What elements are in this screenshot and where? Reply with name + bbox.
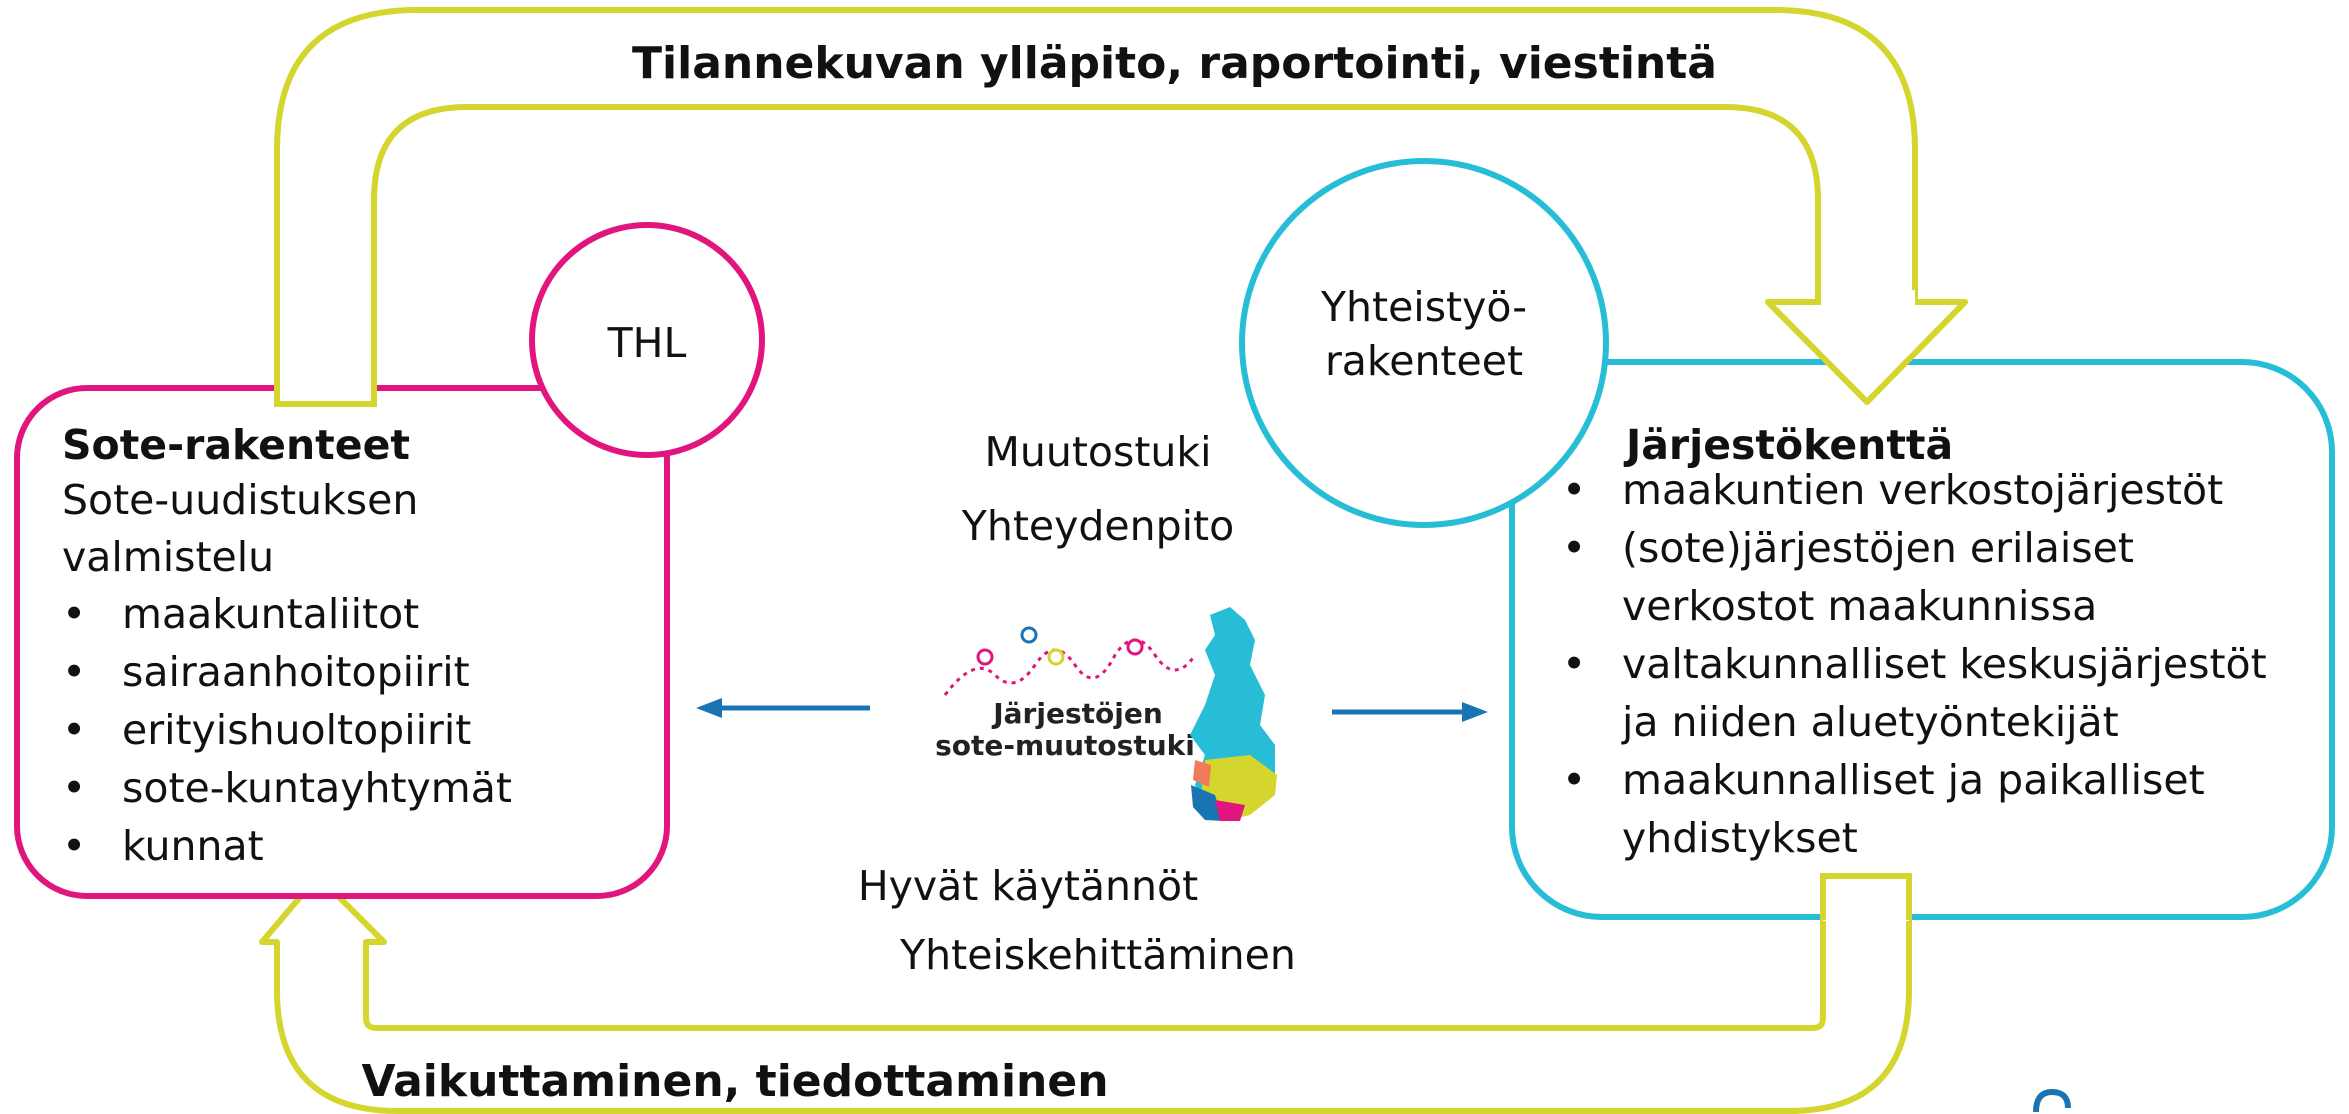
- list-item-line: maakuntien verkostojärjestöt: [1622, 466, 2224, 514]
- bottom-loop-stem: [1823, 876, 1909, 921]
- sote-list: maakuntaliitot sairaanhoitopiirit erityi…: [62, 585, 512, 875]
- thl-label: THL: [607, 319, 687, 367]
- top-arrow-shaft: [1821, 290, 1915, 305]
- yhteistyo-label-line2: rakenteet: [1324, 337, 1524, 385]
- top-banner: Tilannekuvan ylläpito, raportointi, vies…: [632, 38, 1717, 89]
- sote-subtitle-line2: valmistelu: [62, 533, 275, 581]
- top-loop-stem: [277, 380, 374, 405]
- list-item: maakuntaliitot: [62, 585, 512, 643]
- bullet-icon: •: [1562, 756, 1587, 804]
- list-item: erityishuoltopiirit: [62, 701, 512, 759]
- center-top-line2: Yhteydenpito: [961, 502, 1235, 550]
- list-item: sote-kuntayhtymät: [62, 759, 512, 817]
- top-loop-stem-edges: [274, 378, 377, 407]
- pin-icon: [1126, 638, 1144, 656]
- finland-map-icon: [1190, 607, 1277, 821]
- pin-icon: [1047, 648, 1065, 666]
- center-bottom-line2: Yhteiskehittäminen: [900, 931, 1296, 979]
- list-item-line: (sote)järjestöjen erilaiset: [1622, 524, 2134, 572]
- sote-subtitle-line1: Sote-uudistuksen: [62, 476, 419, 524]
- pin-icon: [976, 648, 994, 666]
- bullet-icon: •: [1562, 640, 1587, 688]
- list-item-line: ja niiden aluetyöntekijät: [1622, 698, 2119, 746]
- list-item-line: verkostot maakunnissa: [1622, 582, 2098, 630]
- left-blue-arrow: [696, 698, 870, 718]
- pin-icon: [1020, 626, 1038, 644]
- yhteistyo-label-line1: Yhteistyö-: [1320, 283, 1528, 331]
- logo-route-line: [943, 638, 1197, 696]
- list-item: sairaanhoitopiirit: [62, 643, 512, 701]
- sote-title: Sote-rakenteet: [62, 421, 410, 469]
- muutostuki-logo: Järjestöjen sote-muutostuki: [935, 607, 1277, 821]
- top-loop-arrow: [274, 7, 1968, 405]
- center-bottom-line1: Hyvät käytännöt: [857, 862, 1199, 910]
- yhteistyo-circle: [1239, 158, 1609, 528]
- bottom-loop-arrow: [259, 873, 1912, 1114]
- corner-mark: [2033, 1088, 2071, 1113]
- jarjesto-title: Järjestökenttä: [1626, 421, 1954, 469]
- list-item: kunnat: [62, 817, 512, 875]
- right-blue-arrow: [1332, 702, 1488, 722]
- logo-text-line1: Järjestöjen: [991, 697, 1163, 730]
- list-item-line: yhdistykset: [1622, 814, 1858, 862]
- list-item-line: valtakunnalliset keskusjärjestöt: [1622, 640, 2267, 688]
- bottom-loop-stem-edges: [1820, 873, 1912, 920]
- bullet-icon: •: [1562, 466, 1587, 514]
- jarjesto-box: [1509, 359, 2335, 920]
- bullet-icon: •: [1562, 524, 1587, 572]
- thl-circle: [529, 222, 765, 458]
- logo-text-line2: sote-muutostuki: [935, 729, 1195, 762]
- center-top-line1: Muutostuki: [984, 428, 1212, 476]
- bottom-banner: Vaikuttaminen, tiedottaminen: [361, 1056, 1109, 1107]
- list-item-line: maakunnalliset ja paikalliset: [1622, 756, 2205, 804]
